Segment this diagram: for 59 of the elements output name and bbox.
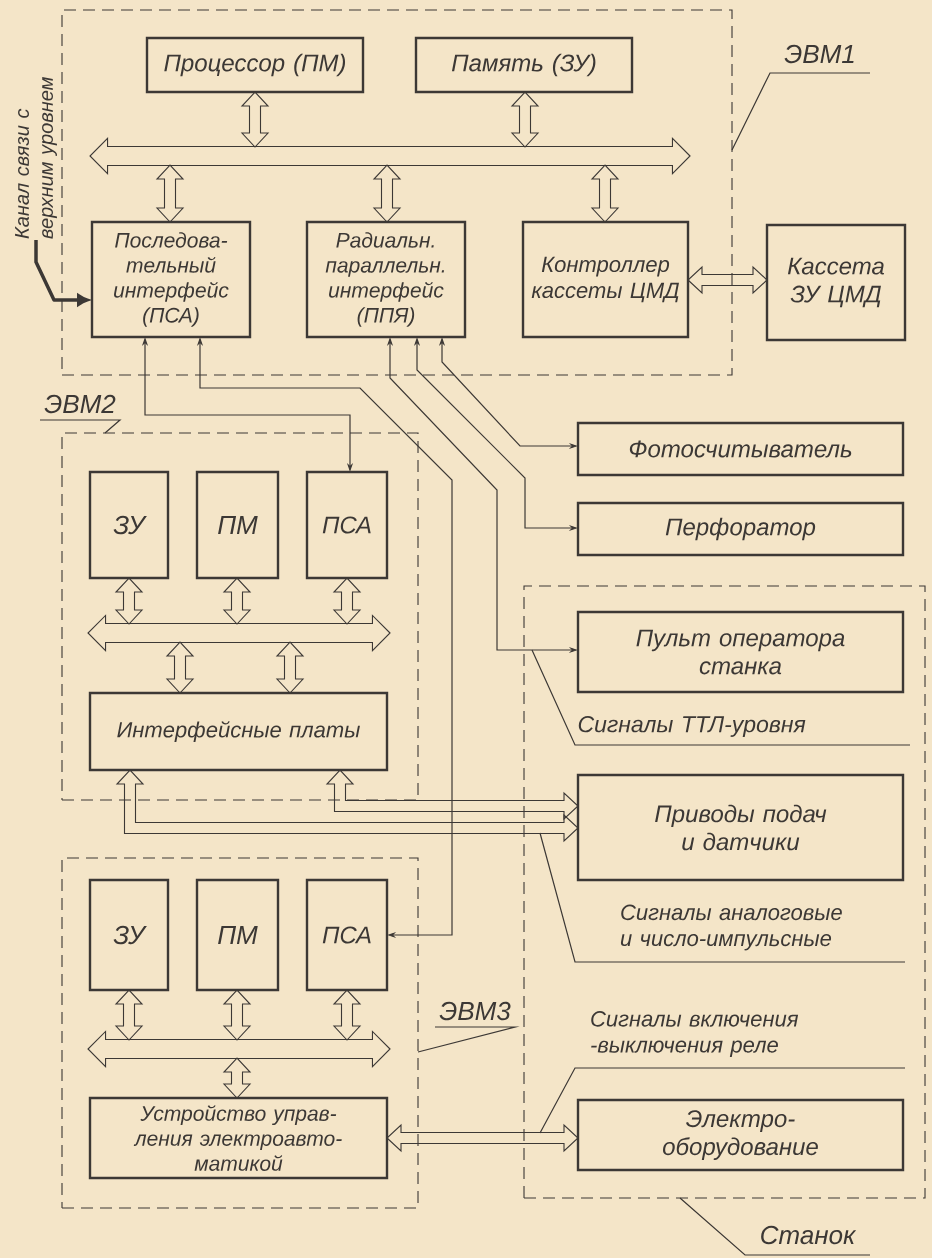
block-box: Приводы подач и датчики xyxy=(576,773,905,882)
block-box: Радиальн. параллельн. интерфейс (ППЯ) xyxy=(305,220,467,339)
hollow-arrow xyxy=(687,265,768,295)
leader-line xyxy=(531,649,911,746)
dashed-group-frame xyxy=(61,9,733,376)
group-label: ЭВМ1 xyxy=(784,44,854,64)
block-box: ПМ xyxy=(195,470,280,580)
block-box: Фотосчитыватель xyxy=(576,421,905,477)
block-box: Интерфейсные платы xyxy=(88,691,389,772)
hollow-arrow xyxy=(222,577,252,625)
block-box: ЗУ xyxy=(88,878,170,992)
hollow-arrow xyxy=(372,164,402,223)
group-label: ЭВМ3 xyxy=(439,1001,511,1021)
data-bus xyxy=(89,137,691,175)
block-box: Процессор (ПМ) xyxy=(145,36,365,94)
block-box: ПСА xyxy=(305,878,389,992)
hollow-arrow xyxy=(155,164,185,223)
dashed-group-frame xyxy=(61,432,419,801)
hollow-arrow xyxy=(332,989,362,1041)
hollow-arrow xyxy=(222,1057,252,1099)
leader-line xyxy=(539,832,906,963)
block-box: ЗУ xyxy=(88,470,170,580)
block-box: Последова- тельный интерфейс (ПСА) xyxy=(90,220,252,339)
group-label: ЭВМ2 xyxy=(44,394,116,414)
hollow-arrow xyxy=(590,164,620,223)
hollow-arrow xyxy=(386,1123,579,1153)
block-box: ПСА xyxy=(305,470,389,580)
hollow-arrow xyxy=(275,641,305,694)
block-box: Контроллер кассеты ЦМД xyxy=(521,220,690,339)
block-box: Устройство управ- ления электроавто- матикой xyxy=(88,1096,389,1180)
channel-label: Канал связи с верхним уровнем xyxy=(15,77,57,239)
leader-line xyxy=(39,419,122,434)
block-box: Перфоратор xyxy=(576,501,905,557)
block-box: Электро- оборудование xyxy=(576,1098,905,1172)
block-box: Кассета ЗУ ЦМД xyxy=(765,223,907,342)
leader-line xyxy=(679,1197,871,1256)
hollow-arrow xyxy=(222,989,252,1041)
block-box: Память (ЗУ) xyxy=(414,36,634,94)
hollow-arrow xyxy=(332,577,362,625)
channel-arrow xyxy=(34,240,89,306)
signal-label: Сигналы включения -выключения реле xyxy=(591,1011,799,1057)
hollow-arrow xyxy=(510,91,540,148)
hollow-arrow xyxy=(114,989,144,1041)
data-bus xyxy=(87,614,391,652)
dashed-group-frame xyxy=(61,857,419,1209)
hollow-arrow xyxy=(115,769,579,843)
block-box: Пульт оператора станка xyxy=(576,610,905,694)
signal-label: Сигналы аналоговые и число-импульсные xyxy=(620,904,842,951)
dashed-group-frame xyxy=(523,585,926,1199)
data-bus xyxy=(87,1030,391,1068)
block-box: ПМ xyxy=(195,878,280,992)
hollow-arrow xyxy=(240,91,270,148)
leader-line xyxy=(417,1026,520,1053)
hollow-arrow xyxy=(165,641,195,694)
leader-line xyxy=(731,72,871,151)
group-label: Станок xyxy=(761,1225,857,1245)
hollow-arrow xyxy=(325,769,579,821)
signal-label: Сигналы ТТЛ-уровня xyxy=(578,716,806,737)
hollow-arrow xyxy=(114,577,144,625)
